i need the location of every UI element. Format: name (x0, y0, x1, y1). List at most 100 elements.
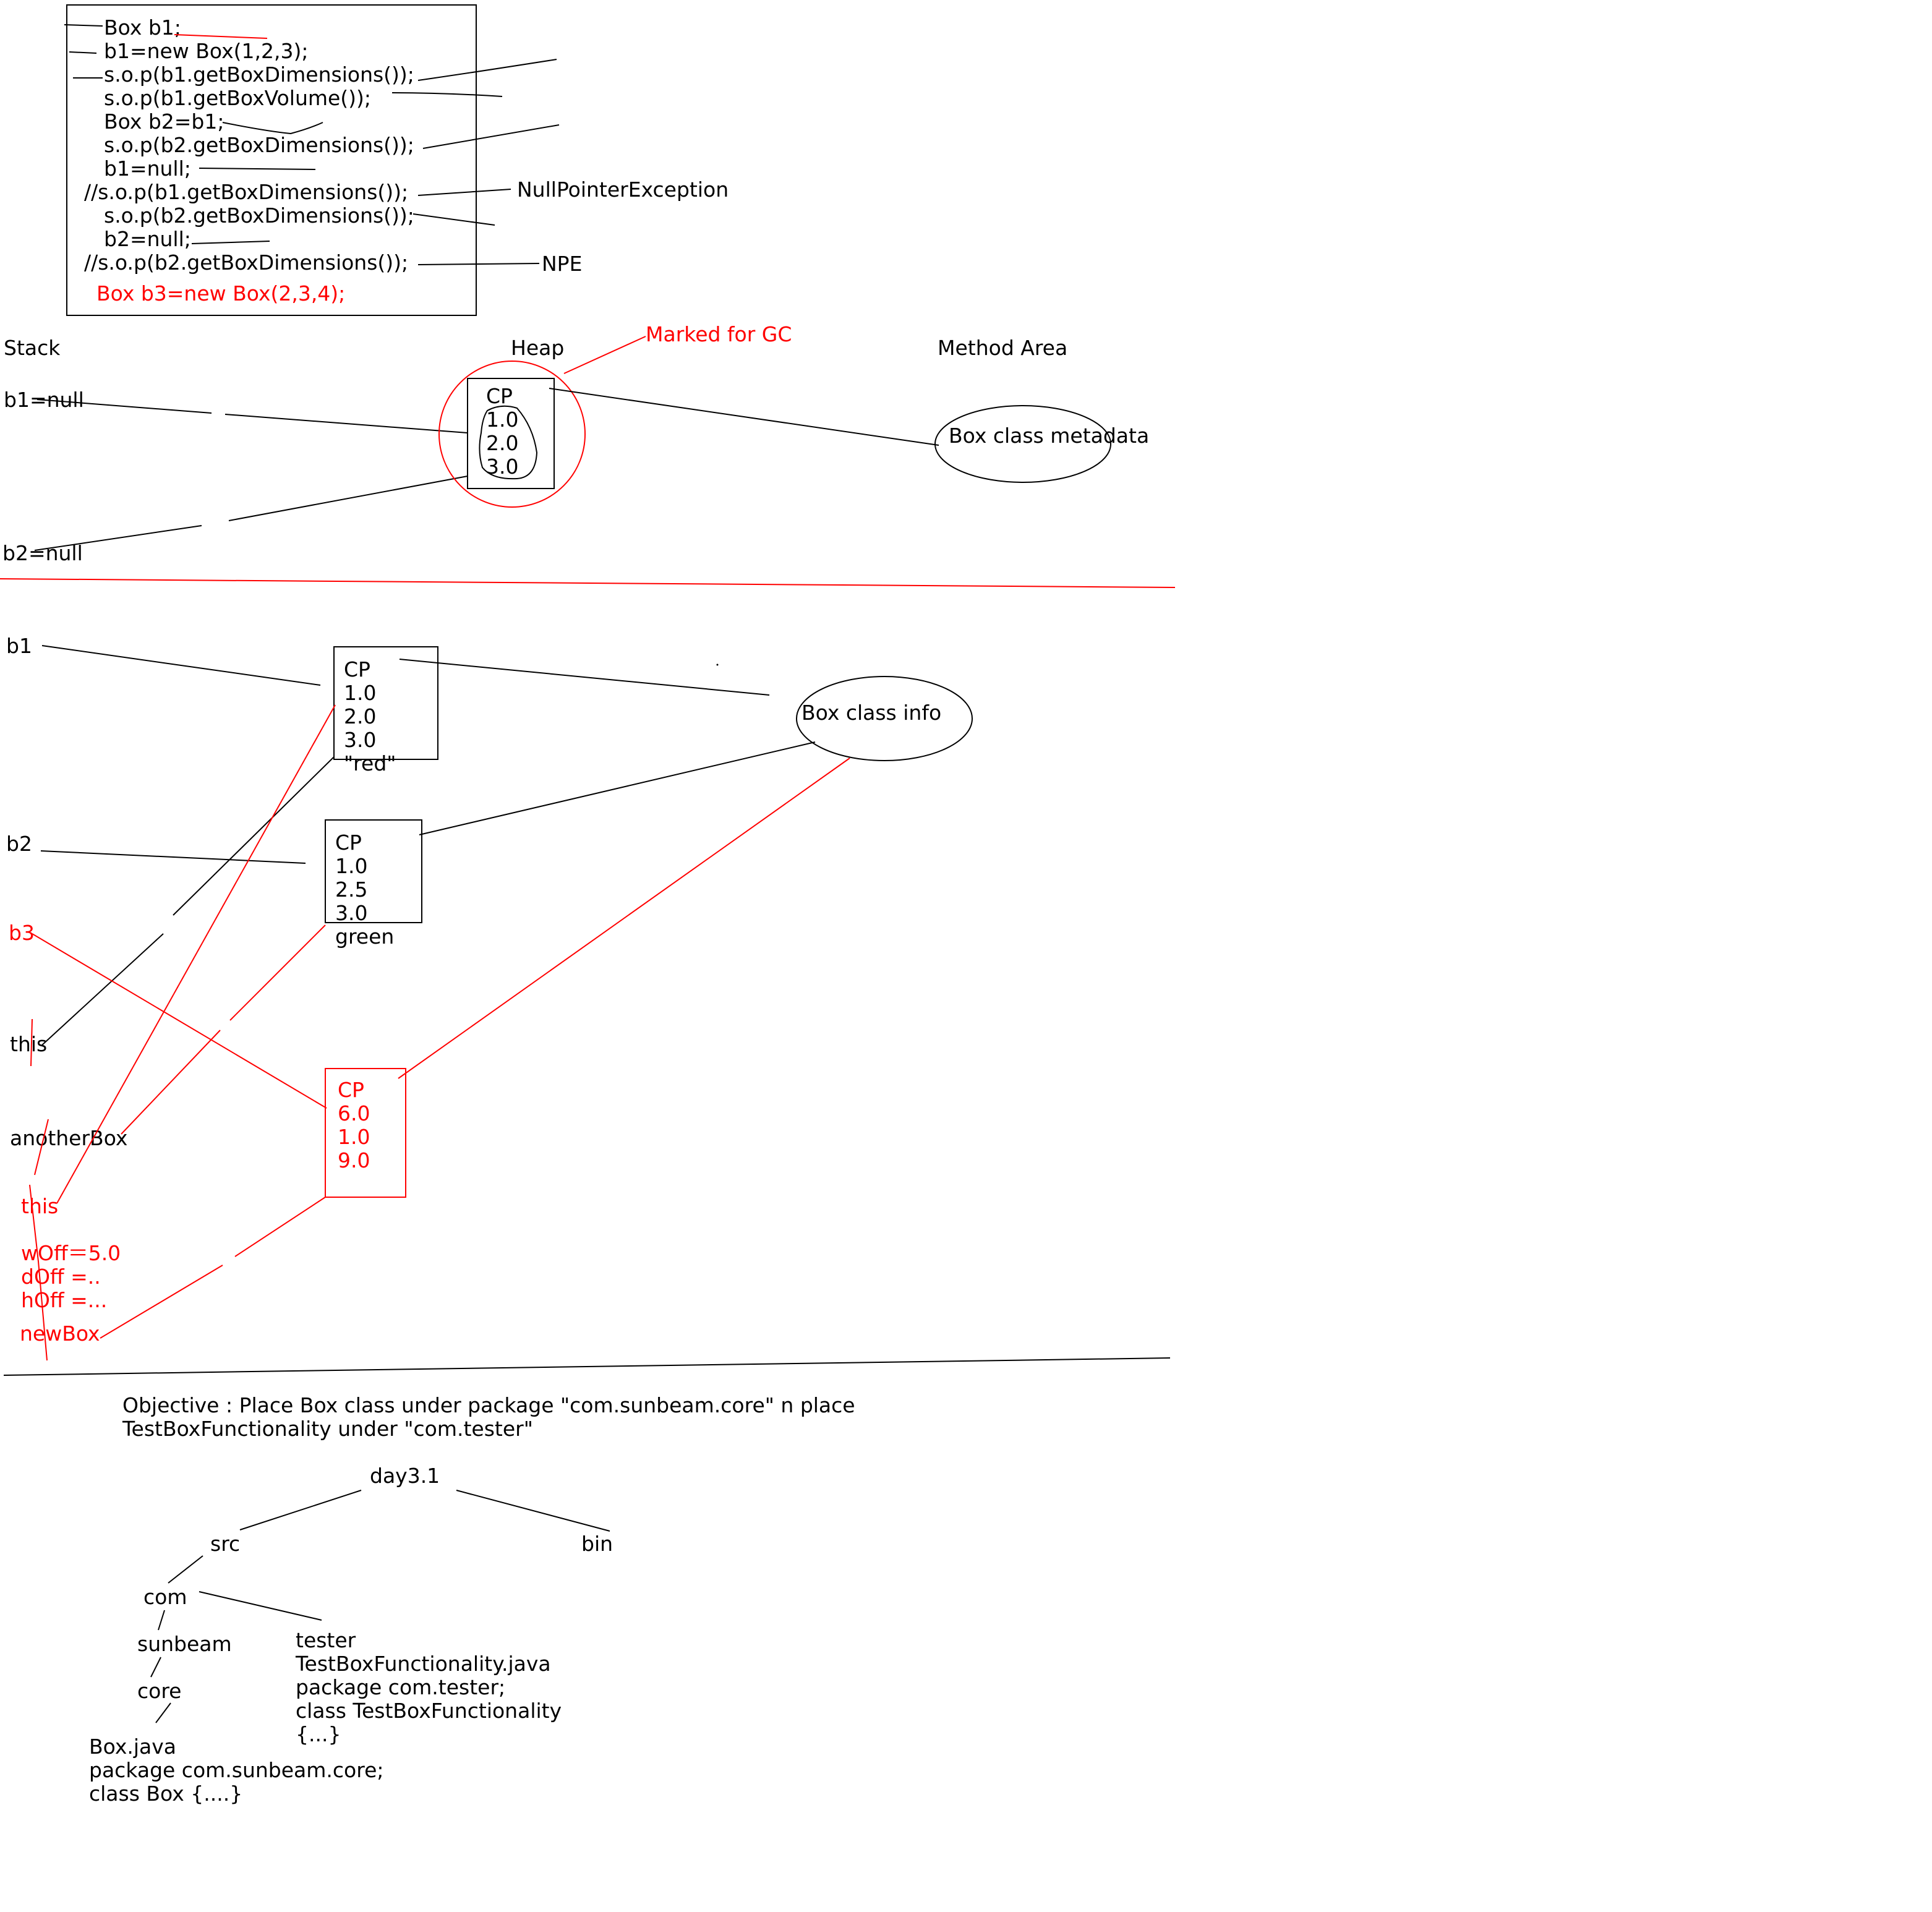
heap-object-2 (325, 819, 422, 923)
another-box-label: anotherBox (10, 1126, 127, 1150)
reference-another-box (229, 924, 326, 1021)
tester-line: package com.tester; (296, 1675, 505, 1699)
annotation-stroke (417, 189, 511, 196)
annotation-stroke (417, 59, 557, 81)
reference-newbox (234, 1197, 326, 1257)
reference-b2 (228, 476, 468, 521)
memory-diagram-2: b1 b2 b3 this anotherBox this wOff＝5.0 d… (6, 634, 973, 1361)
npe-annotation-full: NullPointerException (517, 177, 729, 202)
b3-label: b3 (9, 921, 35, 945)
code-line-4: s.o.p(b1.getBoxVolume()); (104, 86, 371, 110)
tree-edge (239, 1490, 362, 1530)
code-line-7: b1=null; (104, 156, 191, 181)
tree-edge (199, 1591, 322, 1621)
newbox-label: newBox (20, 1321, 100, 1346)
object1-line: 1.0 (344, 681, 376, 705)
annotation-stroke (417, 263, 540, 265)
stack-frame-bracket (34, 1119, 49, 1176)
box-file-line: package com.sunbeam.core; (89, 1758, 384, 1782)
heap-object-line: 2.0 (486, 431, 518, 455)
tree-bin: bin (581, 1532, 613, 1556)
annotation-stroke (191, 241, 270, 244)
class-metadata-ellipse (934, 405, 1111, 483)
memory-diagram-1: Stack Heap Method Area Marked for GC b1=… (2, 322, 1149, 565)
tree-src: src (210, 1532, 240, 1556)
reference-this (173, 756, 335, 916)
object1-line: "red" (344, 751, 396, 775)
this-label: this (10, 1032, 47, 1056)
doff-label: dOff =.. (21, 1265, 101, 1289)
object2-line: green (335, 924, 394, 949)
b2-label: b2 (6, 832, 32, 856)
directory-tree: day3.1 src bin com sunbeam core tester T… (89, 1464, 613, 1806)
class-pointer-2 (419, 741, 816, 835)
code-line-11: //s.o.p(b2.getBoxDimensions()); (84, 250, 408, 275)
code-line-3: s.o.p(b1.getBoxDimensions()); (104, 62, 414, 87)
objective-line-2: TestBoxFunctionality under "com.tester" (122, 1417, 533, 1441)
heap-object-line: 1.0 (486, 408, 518, 432)
tester-line: {...} (296, 1722, 341, 1746)
tree-com: com (143, 1585, 187, 1609)
value-scribble (479, 405, 538, 480)
tree-edge (168, 1555, 203, 1584)
section-divider (3, 1357, 1171, 1376)
gc-circle (438, 361, 586, 508)
heap-object-1 (333, 646, 438, 760)
object3-line: CP (338, 1078, 364, 1102)
tree-sunbeam: sunbeam (137, 1632, 232, 1656)
tree-edge (155, 1702, 171, 1723)
hoff-label: hOff =... (21, 1288, 107, 1312)
heap-object-line: 3.0 (486, 455, 518, 479)
tester-line: TestBoxFunctionality.java (295, 1652, 551, 1676)
red-underline (174, 34, 268, 39)
class-pointer-3 (398, 758, 850, 1079)
heap-object (467, 378, 555, 489)
tree-edge (158, 1610, 165, 1631)
npe-annotation-short: NPE (542, 252, 582, 276)
annotation-stroke (391, 92, 503, 97)
objective-line-1: Objective : Place Box class under packag… (122, 1393, 855, 1417)
object3-line: 9.0 (338, 1148, 370, 1172)
code-block-border (66, 4, 477, 316)
package-objective: Objective : Place Box class under packag… (122, 1393, 855, 1441)
annotation-stroke (222, 122, 323, 135)
gc-label: Marked for GC (646, 322, 792, 346)
annotation-stroke (422, 124, 560, 149)
code-line-red: Box b3=new Box(2,3,4); (96, 281, 345, 305)
reference-b2 (34, 525, 202, 551)
class-pointer (549, 388, 939, 446)
annotation-stroke (412, 213, 495, 226)
reference-b1 (224, 414, 468, 433)
code-line-8: //s.o.p(b1.getBoxDimensions()); (84, 180, 408, 204)
stack-frame-bracket (30, 1018, 33, 1067)
tree-edge (150, 1657, 161, 1678)
stray-dot (716, 664, 719, 666)
box-file-line: Box.java (89, 1735, 176, 1759)
object1-line: 2.0 (344, 704, 376, 728)
class-pointer-1 (399, 659, 770, 696)
this-label-red: this (21, 1194, 58, 1218)
annotation-stroke (199, 168, 316, 170)
method-area-label: Method Area (938, 336, 1067, 360)
object1-line: CP (344, 657, 370, 681)
object2-line: 1.0 (335, 854, 367, 878)
reference-another-box (121, 1030, 221, 1135)
object2-line: 2.5 (335, 877, 367, 902)
tree-root: day3.1 (370, 1464, 440, 1488)
tree-core: core (137, 1679, 181, 1703)
object2-line: 3.0 (335, 901, 367, 925)
reference-b2 (40, 850, 306, 864)
reference-b3 (32, 933, 327, 1109)
tick-mark (64, 24, 103, 27)
code-line-6: s.o.p(b2.getBoxDimensions()); (104, 133, 414, 157)
stack-frame-bracket (29, 1184, 48, 1361)
reference-this (41, 933, 164, 1046)
object1-line: 3.0 (344, 728, 376, 752)
code-block: Box b1; b1=new Box(1,2,3); s.o.p(b1.getB… (64, 4, 729, 316)
code-line-1: Box b1; (104, 15, 181, 40)
reference-b1 (36, 399, 212, 414)
heap-object-line: CP (486, 384, 513, 408)
class-info-ellipse (796, 676, 973, 761)
tester-line: class TestBoxFunctionality (296, 1699, 562, 1723)
